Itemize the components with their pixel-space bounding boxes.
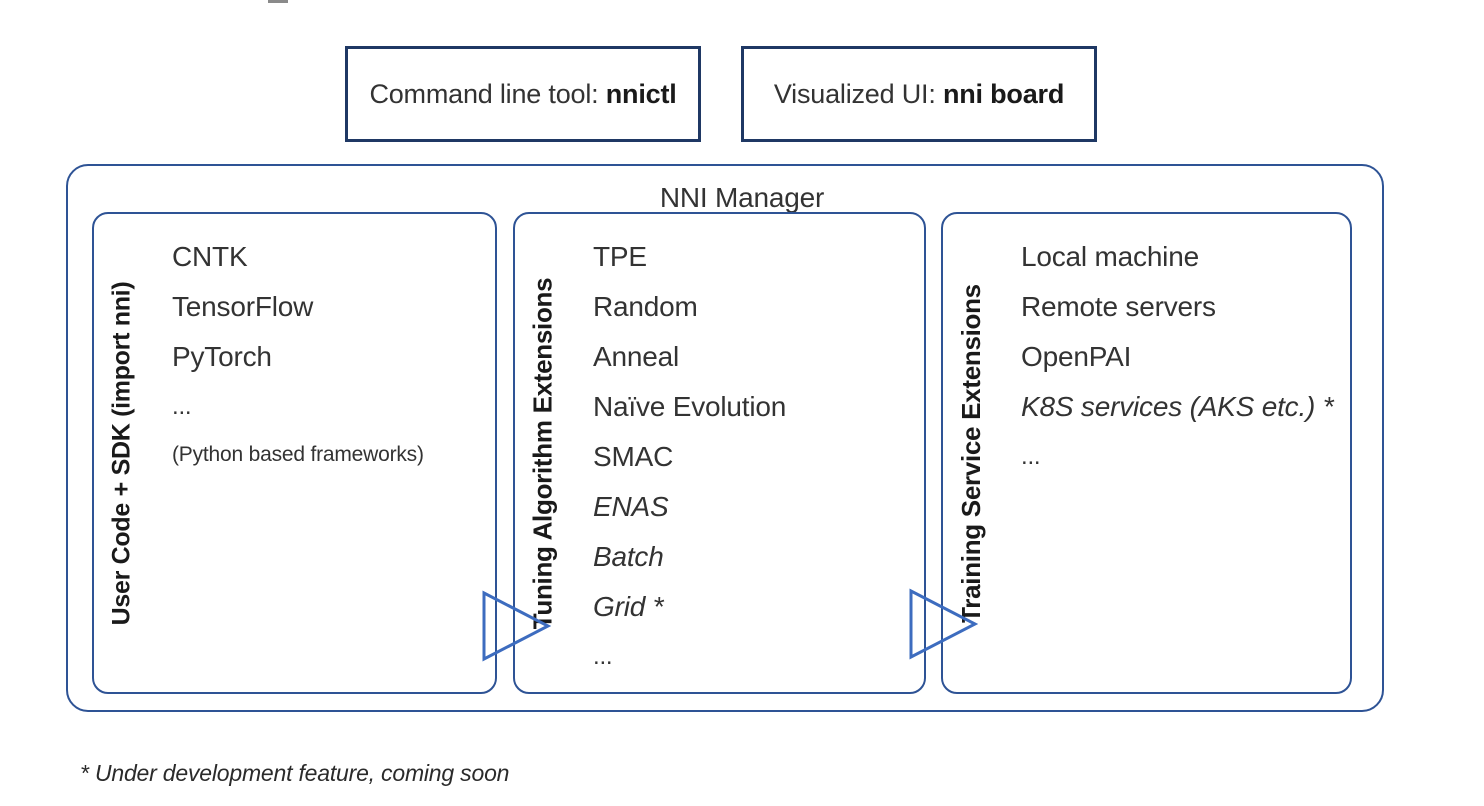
list-item: K8S services (AKS etc.) * bbox=[1021, 391, 1334, 422]
arrow-right-icon bbox=[482, 590, 551, 662]
panel-user-code-sdk-vertical-label-text: User Code + SDK (import nni) bbox=[107, 281, 136, 625]
list-item: CNTK bbox=[172, 241, 248, 272]
visualized-ui-prefix: Visualized UI: bbox=[773, 78, 943, 109]
clipped-text-artifact bbox=[268, 0, 288, 3]
panel-user-code-sdk-vertical-label: User Code + SDK (import nni) bbox=[94, 214, 150, 692]
list-item: Random bbox=[593, 291, 698, 322]
panel-user-code-sdk: User Code + SDK (import nni) CNTK Tensor… bbox=[92, 212, 497, 694]
command-line-tool-prefix: Command line tool: bbox=[369, 78, 606, 109]
list-item: PyTorch bbox=[172, 341, 272, 372]
panel-training-service-extensions: Training Service Extensions Local machin… bbox=[941, 212, 1352, 694]
list-item: Anneal bbox=[593, 341, 679, 372]
list-item-note: (Python based frameworks) bbox=[172, 443, 424, 466]
panel-tuning-algorithm-list: TPE Random Anneal Naïve Evolution SMAC E… bbox=[593, 232, 914, 682]
visualized-ui-box: Visualized UI: nni board bbox=[741, 46, 1097, 142]
list-item: Local machine bbox=[1021, 241, 1199, 272]
list-item: OpenPAI bbox=[1021, 341, 1132, 372]
panel-tuning-algorithm-vertical-label-text: Tuning Algorithm Extensions bbox=[527, 277, 558, 629]
list-item: TensorFlow bbox=[172, 291, 314, 322]
panel-training-service-vertical-label-text: Training Service Extensions bbox=[955, 283, 986, 623]
panel-user-code-sdk-list: CNTK TensorFlow PyTorch ... (Python base… bbox=[172, 232, 485, 478]
panel-tuning-algorithm-extensions: Tuning Algorithm Extensions TPE Random A… bbox=[513, 212, 926, 694]
command-line-tool-label: Command line tool: nnictl bbox=[369, 79, 676, 110]
visualized-ui-name: nni board bbox=[942, 78, 1065, 109]
list-item: Remote servers bbox=[1021, 291, 1216, 322]
list-item: Grid * bbox=[593, 591, 664, 622]
command-line-tool-name: nnictl bbox=[605, 78, 677, 109]
command-line-tool-box: Command line tool: nnictl bbox=[345, 46, 701, 142]
visualized-ui-label: Visualized UI: nni board bbox=[774, 79, 1064, 110]
list-item: SMAC bbox=[593, 441, 674, 472]
list-item: TPE bbox=[593, 241, 647, 272]
list-item: ENAS bbox=[593, 491, 669, 522]
arrow-right-icon bbox=[909, 588, 978, 660]
footnote-under-development: * Under development feature, coming soon bbox=[80, 760, 510, 786]
list-item-ellipsis: ... bbox=[1021, 443, 1041, 470]
list-item-ellipsis: ... bbox=[172, 393, 192, 420]
list-item-ellipsis: ... bbox=[593, 643, 613, 670]
list-item: Batch bbox=[593, 541, 664, 572]
panel-training-service-list: Local machine Remote servers OpenPAI K8S… bbox=[1021, 232, 1340, 482]
list-item: Naïve Evolution bbox=[593, 391, 787, 422]
nni-manager-title: NNI Manager bbox=[659, 182, 825, 213]
